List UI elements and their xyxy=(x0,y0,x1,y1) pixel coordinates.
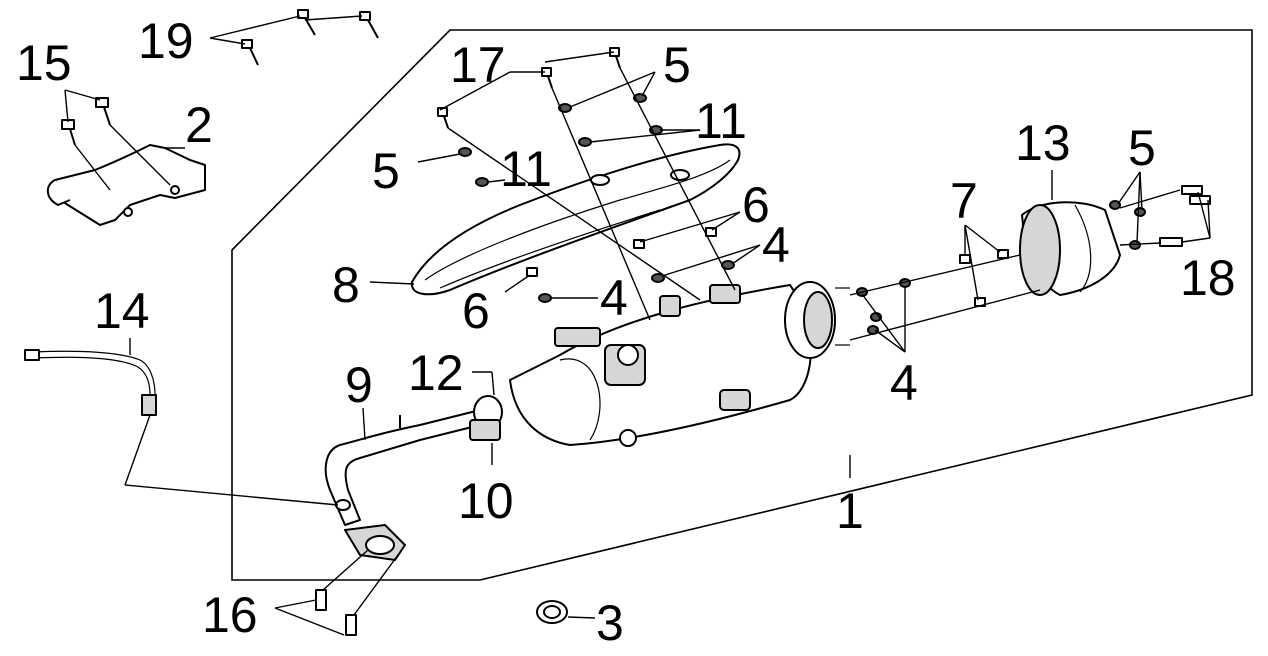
callout-15: 15 xyxy=(16,35,72,91)
callout-14: 14 xyxy=(94,283,150,339)
end-cap xyxy=(1019,201,1121,296)
callout-1: 1 xyxy=(836,483,864,539)
callout-5-top: 5 xyxy=(663,37,691,93)
callout-19: 19 xyxy=(138,13,194,69)
heat-shield xyxy=(410,143,741,296)
callout-13: 13 xyxy=(1015,115,1071,171)
callout-8: 8 xyxy=(332,257,360,313)
callout-5-right: 5 xyxy=(1128,120,1156,176)
callout-labels: 19 15 2 17 5 11 5 11 13 5 7 6 4 18 8 6 4… xyxy=(16,13,1236,651)
callout-4-right: 4 xyxy=(762,217,790,273)
assembly-frame xyxy=(231,29,1253,581)
callout-17: 17 xyxy=(450,37,506,93)
callout-16: 16 xyxy=(202,587,258,643)
callout-9: 9 xyxy=(345,357,373,413)
callout-3: 3 xyxy=(596,595,624,651)
callout-6-right: 6 xyxy=(742,177,770,233)
bracket xyxy=(46,144,206,226)
callout-4-bottom: 4 xyxy=(890,355,918,411)
callout-2: 2 xyxy=(185,97,213,153)
callout-6-left: 6 xyxy=(462,283,490,339)
muffler-body xyxy=(509,281,850,447)
callout-4-left: 4 xyxy=(600,270,628,326)
callout-11-top: 11 xyxy=(695,93,747,149)
callout-11-left: 11 xyxy=(500,141,552,197)
gasket-inner xyxy=(543,605,561,619)
oxygen-sensor xyxy=(24,349,157,416)
callout-18: 18 xyxy=(1180,250,1236,306)
callout-7: 7 xyxy=(950,173,978,229)
callout-10: 10 xyxy=(458,473,514,529)
callout-5-left: 5 xyxy=(372,143,400,199)
leader-lines xyxy=(64,15,1211,636)
callout-12: 12 xyxy=(408,345,464,401)
